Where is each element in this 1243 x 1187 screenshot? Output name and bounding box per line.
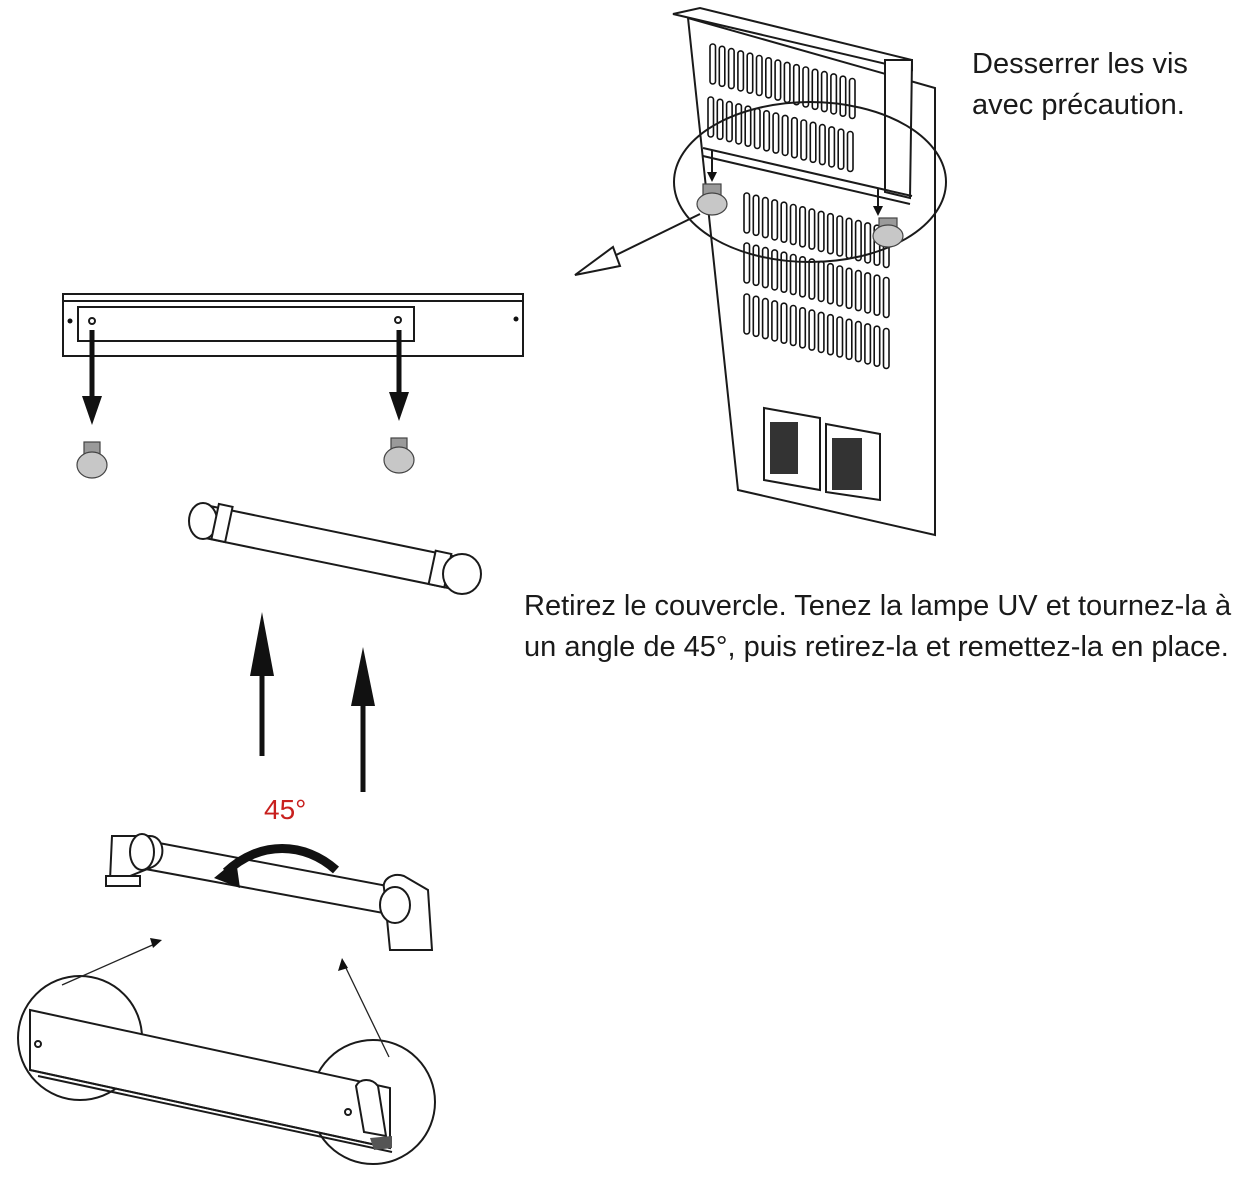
vent-slot <box>864 272 872 314</box>
remove-cover-caption: Retirez le couvercle. Tenez la lampe UV … <box>524 586 1239 668</box>
vent-slot <box>808 309 816 351</box>
vent-slot <box>848 77 856 120</box>
vent-slot <box>845 217 853 260</box>
vent-slot <box>817 260 825 303</box>
rotation-angle-label: 45° <box>264 794 307 825</box>
vent-slot <box>727 47 735 90</box>
vent-slot <box>764 56 773 99</box>
vent-slot <box>780 302 788 345</box>
vent-slot <box>792 63 801 106</box>
uv-lamp-tube <box>188 502 482 595</box>
vent-slot <box>781 114 789 157</box>
vent-slot <box>790 116 799 159</box>
vent-slot <box>817 210 825 253</box>
screw-icon <box>383 437 415 474</box>
vent-slot <box>771 300 779 342</box>
vent-slot <box>783 61 791 104</box>
vent-slot <box>826 313 835 356</box>
vent-slot <box>817 311 825 354</box>
vent-slot <box>809 121 817 164</box>
vent-slot <box>743 293 751 335</box>
vent-slot <box>761 246 769 289</box>
vent-slot <box>707 96 715 138</box>
vent-slot <box>864 222 872 264</box>
vent-slot <box>828 126 836 168</box>
loosen-screws-caption: Desserrer les vis avec précaution. <box>972 44 1234 126</box>
vent-slot <box>854 219 862 262</box>
vent-slot <box>762 110 771 152</box>
vent-slot <box>836 215 844 257</box>
vent-slot <box>744 105 752 147</box>
ventilation-slots <box>707 43 890 370</box>
vent-slot <box>735 103 743 145</box>
vent-slot <box>780 251 788 293</box>
vent-slot <box>798 206 807 248</box>
vent-slot <box>836 265 844 307</box>
vent-slot <box>752 295 760 338</box>
vent-slot <box>718 45 726 88</box>
vent-slot <box>798 306 807 349</box>
vent-slot <box>802 66 810 108</box>
vent-slot <box>845 267 853 310</box>
vent-slot <box>798 255 807 298</box>
cover-plate <box>62 293 524 479</box>
uv-lamp-in-holders <box>105 833 434 951</box>
vent-slot <box>818 123 826 166</box>
vent-slot <box>808 208 816 250</box>
vent-slot <box>800 119 808 161</box>
vent-slot <box>820 70 828 113</box>
vent-slot <box>789 304 797 347</box>
vent-slot <box>873 274 881 317</box>
vent-slot <box>752 244 760 287</box>
loosen-screws-text: Desserrer les vis avec précaution. <box>972 48 1188 121</box>
vent-slot <box>774 59 782 101</box>
vent-slot <box>709 43 717 85</box>
vent-slot <box>789 253 797 296</box>
screw-icon <box>696 183 728 216</box>
vent-slot <box>826 212 835 255</box>
vent-slot <box>837 128 845 170</box>
vent-slot <box>873 325 881 368</box>
vent-slot <box>743 242 751 284</box>
vent-slot <box>882 276 890 319</box>
up-arrow-icon <box>351 647 375 792</box>
up-arrow-icon <box>250 612 274 756</box>
vent-slot <box>737 50 745 92</box>
vent-slot <box>746 52 754 95</box>
vent-slot <box>826 262 835 305</box>
vent-slot <box>808 258 816 300</box>
vent-slot <box>882 327 890 370</box>
vent-slot <box>854 269 862 312</box>
vent-slot <box>771 249 779 291</box>
vent-slot <box>846 130 854 173</box>
lamp-bracket-detail <box>17 938 436 1165</box>
screw-icon <box>872 217 904 248</box>
vent-slot <box>845 318 853 361</box>
vent-slot <box>780 201 788 243</box>
remove-cover-text: Retirez le couvercle. Tenez la lampe UV … <box>524 590 1232 663</box>
vent-slot <box>836 316 844 358</box>
vent-slot <box>864 323 872 365</box>
vent-slot <box>839 75 847 117</box>
vent-slot <box>761 196 769 239</box>
screw-icon <box>76 441 108 479</box>
vent-slot <box>772 112 780 154</box>
vent-slot <box>753 107 761 150</box>
vent-slot <box>716 98 724 141</box>
vent-slot <box>789 203 797 246</box>
vent-slot <box>752 194 760 237</box>
vent-slot <box>755 54 763 97</box>
vent-slot <box>725 100 733 143</box>
filter-box <box>763 406 881 502</box>
vent-slot <box>743 192 751 234</box>
vent-slot <box>761 297 769 340</box>
vent-slot <box>830 73 838 115</box>
vent-slot <box>854 320 862 363</box>
vent-slot <box>811 68 819 111</box>
device-back-panel <box>574 6 947 537</box>
zoom-circle <box>673 101 947 263</box>
vent-slot <box>771 199 779 241</box>
